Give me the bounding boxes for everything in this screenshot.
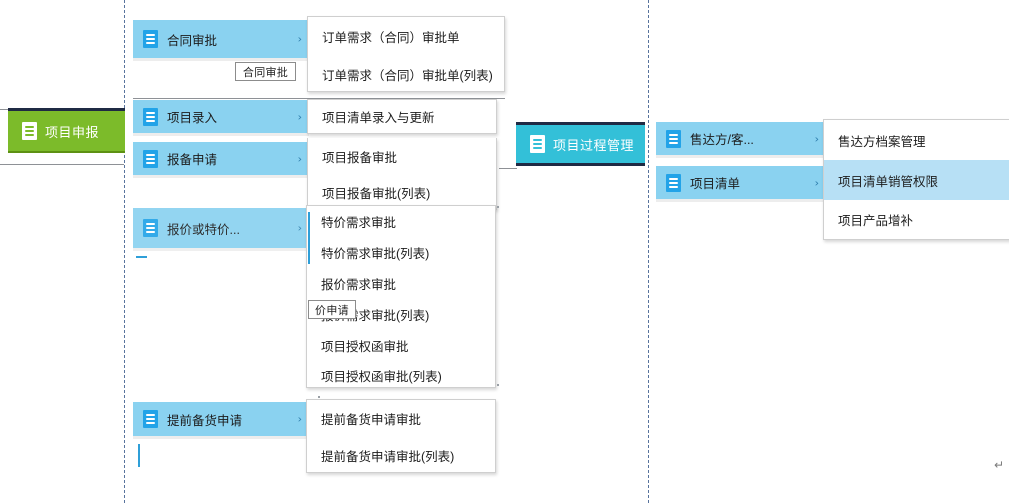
row-shadow <box>133 58 309 61</box>
anchor-dot-upper <box>497 206 499 208</box>
submenu-item[interactable]: 订单需求（合同）审批单 <box>322 30 460 45</box>
submenu-advance-stocking-application[interactable]: 提前备货申请审批 提前备货申请审批(列表) <box>306 399 496 473</box>
anchor-dot-lower <box>497 384 499 386</box>
submenu-item[interactable]: 项目产品增补 <box>838 214 914 228</box>
root-node-label: 项目过程管理 <box>553 137 635 153</box>
document-icon <box>666 129 681 148</box>
menu-item-label: 项目录入 <box>167 111 218 125</box>
submenu-item[interactable]: 项目授权函审批 <box>321 340 409 354</box>
tooltip-contract-approval: 合同审批 <box>235 62 296 81</box>
connector-line-bottom-left <box>0 164 124 165</box>
guide-line-right <box>648 0 649 503</box>
submenu-item[interactable]: 特价需求审批(列表) <box>321 247 430 261</box>
submenu-item-selected[interactable]: 项目清单销管权限 <box>824 160 1009 200</box>
chevron-right-icon: › <box>297 412 302 426</box>
tooltip-price-application: 价申请 <box>308 300 356 319</box>
menu-item-label: 项目清单 <box>690 177 741 191</box>
submenu-item[interactable]: 提前备货申请审批 <box>321 413 422 427</box>
menu-item-filing-application[interactable]: 报备申请 › <box>133 142 309 178</box>
root-node-project-process-management[interactable]: 项目过程管理 <box>516 122 645 166</box>
submenu-item[interactable]: 订单需求（合同）审批单(列表) <box>322 68 493 83</box>
menu-item-label: 售达方/客... <box>690 133 754 147</box>
document-icon <box>666 173 681 192</box>
menu-item-sold-to-party-customer[interactable]: 售达方/客... › <box>656 122 826 158</box>
separator-after-contract-approval <box>133 98 505 99</box>
submenu-item[interactable]: 报价需求审批 <box>321 278 397 292</box>
row-shadow <box>133 436 309 439</box>
row-shadow <box>133 175 309 178</box>
paragraph-mark: ↵ <box>994 458 1005 472</box>
submenu-item[interactable]: 项目报备审批(列表) <box>322 186 431 201</box>
submenu-filing-application[interactable]: 项目报备审批 项目报备审批(列表) <box>307 138 497 210</box>
chevron-right-icon: › <box>297 152 302 165</box>
row-shadow <box>656 199 826 202</box>
menu-item-advance-stocking-application[interactable]: 提前备货申请 › <box>133 402 309 439</box>
document-icon <box>143 410 158 428</box>
menu-item-contract-approval[interactable]: 合同审批 › <box>133 20 309 61</box>
menu-item-project-list[interactable]: 项目清单 › <box>656 166 826 202</box>
menu-item-label: 报价或特价... <box>167 222 240 237</box>
submenu-item[interactable]: 项目授权函审批(列表) <box>321 369 442 384</box>
menu-item-label: 报备申请 <box>167 153 218 167</box>
root-node-label: 项目申报 <box>45 124 100 140</box>
submenu-item[interactable]: 特价需求审批 <box>321 216 397 230</box>
submenu-project-entry[interactable]: 项目清单录入与更新 <box>307 99 497 134</box>
document-icon <box>143 149 158 168</box>
anchor-dot-stocking <box>318 396 320 398</box>
connector-line-teal-left <box>499 168 517 169</box>
submenu-item[interactable]: 项目报备审批 <box>322 150 398 165</box>
row-shadow <box>656 155 826 158</box>
collapse-dash-marker <box>136 256 147 258</box>
document-icon <box>530 135 545 153</box>
row-shadow <box>133 248 309 251</box>
chevron-right-icon: › <box>297 32 302 46</box>
chevron-right-icon: › <box>297 221 302 235</box>
submenu-item[interactable]: 项目清单录入与更新 <box>322 111 435 125</box>
chevron-right-icon: › <box>814 176 819 189</box>
document-icon <box>143 107 158 126</box>
document-icon <box>22 122 37 140</box>
row-shadow <box>133 133 309 136</box>
document-icon <box>143 219 158 237</box>
submenu-item[interactable]: 提前备货申请审批(列表) <box>321 449 455 464</box>
guide-line-left <box>124 0 125 503</box>
text-cursor-quote <box>308 212 310 264</box>
chevron-right-icon: › <box>297 110 302 123</box>
menu-item-label: 合同审批 <box>167 33 218 48</box>
text-cursor-stocking <box>138 444 140 467</box>
submenu-contract-approval[interactable]: 订单需求（合同）审批单 订单需求（合同）审批单(列表) <box>307 16 505 92</box>
submenu-quote-or-special-price[interactable]: 特价需求审批 特价需求审批(列表) 报价需求审批 报价需求审批(列表) 项目授权… <box>306 205 496 388</box>
menu-item-quote-or-special-price[interactable]: 报价或特价... › <box>133 208 309 251</box>
root-node-project-declaration[interactable]: 项目申报 <box>8 108 125 153</box>
menu-item-project-entry[interactable]: 项目录入 › <box>133 100 309 136</box>
chevron-right-icon: › <box>814 132 819 145</box>
document-icon <box>143 30 158 48</box>
menu-item-label: 提前备货申请 <box>167 413 243 428</box>
submenu-project-process[interactable]: 售达方档案管理 项目清单销管权限 项目产品增补 <box>823 119 1009 240</box>
submenu-item[interactable]: 售达方档案管理 <box>838 134 926 149</box>
